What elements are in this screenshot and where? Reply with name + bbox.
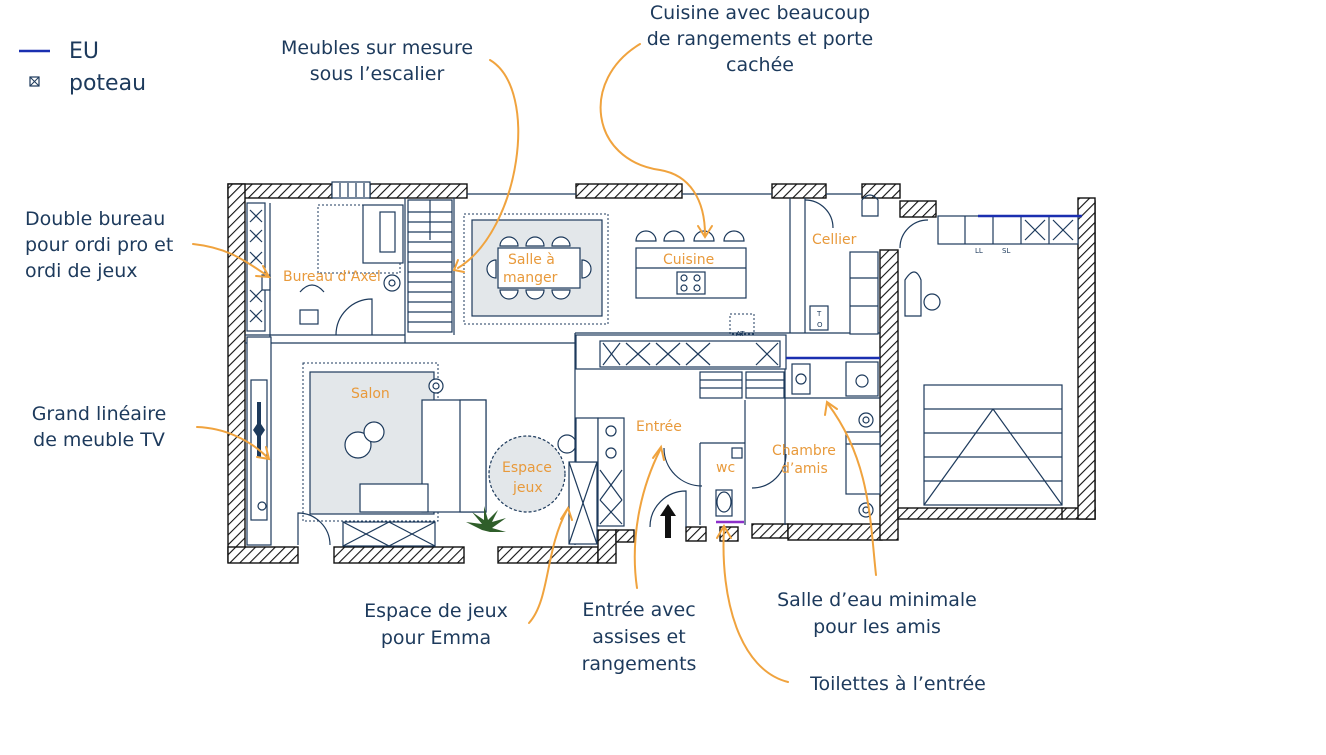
oven-bottom-label: O [817, 321, 823, 329]
room-label-guest-1: Chambre [772, 443, 836, 459]
room-labels: Bureau d’Axel Salle à manger Cuisine Cel… [283, 232, 857, 496]
note-kitchen-line-3: cachée [726, 54, 794, 76]
note-entry-line-2: assises et [592, 626, 685, 648]
entry-furniture [575, 417, 703, 538]
dining-furniture [463, 213, 609, 325]
room-label-wc: wc [716, 460, 735, 476]
note-tv-line-1: Grand linéaire [32, 403, 167, 425]
legend-label-eu: EU [69, 39, 99, 64]
room-label-entry: Entrée [636, 419, 682, 435]
note-entry-line-1: Entrée avec [582, 599, 695, 621]
note-desk-line-1: Double bureau [25, 208, 165, 230]
room-label-pantry: Cellier [812, 232, 857, 248]
note-play-line-2: pour Emma [381, 627, 491, 649]
room-label-dining-2: manger [503, 270, 558, 286]
note-stairs-line-1: Meubles sur mesure [281, 37, 473, 59]
staircase [407, 199, 453, 333]
legend-label-poteau: poteau [69, 71, 146, 96]
kitchen-furniture: AT [575, 230, 787, 399]
note-entry-line-3: rangements [582, 653, 697, 675]
note-kitchen-line-2: de rangements et porte [647, 28, 873, 50]
exterior-walls [227, 183, 1096, 564]
note-kitchen-line-1: Cuisine avec beaucoup [650, 2, 870, 24]
note-desk-line-2: pour ordi pro et [25, 234, 173, 256]
annotation-arrows [192, 43, 877, 683]
living-furniture [246, 336, 506, 547]
fridge-label: AT [736, 330, 745, 338]
room-label-guest-2: d’amis [781, 461, 828, 477]
note-shower-line-2: pour les amis [813, 616, 941, 638]
pantry-furniture: T O [804, 194, 929, 335]
note-desk-line-3: ordi de jeux [25, 260, 138, 282]
plant-icon [466, 506, 506, 532]
oven-top-label: T [816, 310, 822, 318]
note-tv-line-2: de meuble TV [33, 429, 165, 451]
windows [331, 181, 862, 199]
wc-fixtures [715, 447, 787, 524]
entrance-arrow-icon [660, 504, 676, 538]
room-label-living: Salon [351, 386, 390, 402]
room-label-kitchen: Cuisine [663, 252, 714, 268]
laundry-annex: LL SL [904, 214, 1082, 506]
room-label-dining-1: Salle à [508, 252, 555, 268]
interior-walls [245, 198, 880, 545]
note-toilet-line-1: Toilettes à l’entrée [809, 673, 986, 695]
room-label-play-1: Espace [502, 460, 552, 476]
play-area [488, 434, 598, 545]
legend: EU poteau [19, 39, 146, 96]
annotations: Meubles sur mesure sous l’escalier Cuisi… [25, 2, 986, 695]
note-stairs-line-2: sous l’escalier [310, 63, 445, 85]
room-label-play-2: jeux [512, 480, 543, 496]
note-play-line-1: Espace de jeux [364, 600, 508, 622]
note-shower-line-1: Salle d’eau minimale [777, 589, 977, 611]
guest-room-furniture [786, 356, 881, 518]
room-label-office: Bureau d’Axel [283, 269, 381, 285]
dryer-label: SL [1002, 247, 1010, 255]
boxed-cross-icon [29, 76, 40, 87]
washer-label: LL [975, 247, 983, 255]
